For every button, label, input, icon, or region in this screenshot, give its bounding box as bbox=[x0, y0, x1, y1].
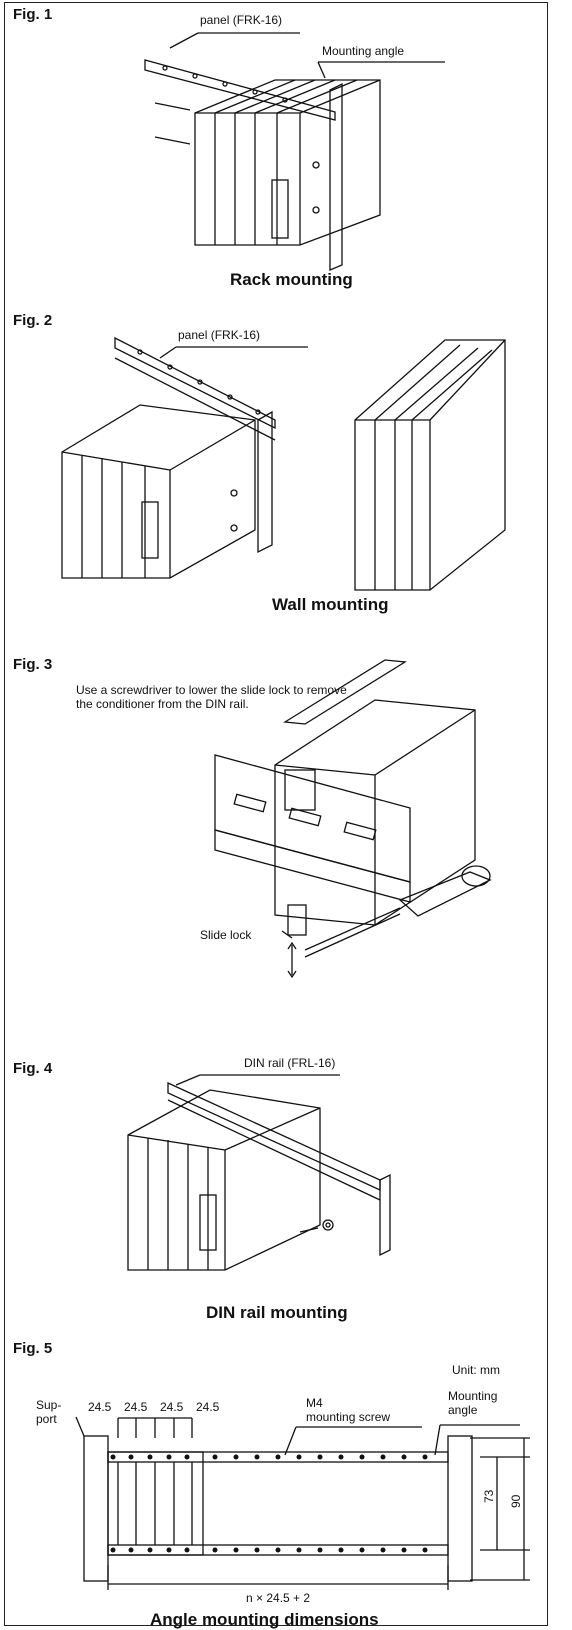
fig5-label: Fig. 5 bbox=[13, 1340, 53, 1357]
fig3-label: Fig. 3 bbox=[13, 656, 53, 673]
fig5-spacing-4: 24.5 bbox=[196, 1400, 220, 1414]
fig4-caption: DIN rail mounting bbox=[206, 1303, 348, 1322]
fig5-drawing bbox=[75, 1416, 530, 1590]
fig4-label: Fig. 4 bbox=[13, 1060, 53, 1077]
fig1-drawing bbox=[144, 32, 445, 271]
fig5-spacing-2: 24.5 bbox=[124, 1400, 148, 1414]
fig1-angle-label: Mounting angle bbox=[322, 44, 405, 58]
fig5-spacing-3: 24.5 bbox=[160, 1400, 184, 1414]
page-frame bbox=[4, 2, 548, 1626]
fig5-spacing-1: 24.5 bbox=[88, 1400, 112, 1414]
fig5-screw-dots bbox=[110, 1454, 428, 1553]
fig5-dim-outer: 90 bbox=[509, 1494, 523, 1508]
fig5-dim-length: n × 24.5 + 2 bbox=[246, 1591, 311, 1605]
fig5-screw-label: M4 mounting screw bbox=[306, 1396, 391, 1424]
support-left bbox=[83, 1435, 109, 1582]
fig4-rail-label: DIN rail (FRL-16) bbox=[244, 1056, 336, 1070]
fig1-panel-label: panel (FRK-16) bbox=[200, 13, 283, 27]
fig2-label: Fig. 2 bbox=[13, 312, 53, 329]
fig5-angle-label: Mounting angle bbox=[448, 1389, 498, 1417]
fig3-drawing bbox=[214, 659, 492, 979]
support-right bbox=[447, 1435, 473, 1582]
fig3-note: Use a screwdriver to lower the slide loc… bbox=[76, 683, 347, 711]
fig1-caption: Rack mounting bbox=[230, 270, 353, 289]
fig5-caption: Angle mounting dimensions bbox=[150, 1610, 379, 1629]
fig2-caption: Wall mounting bbox=[272, 595, 389, 614]
fig2-panel-label: panel (FRK-16) bbox=[178, 328, 261, 342]
fig5-dim-inner: 73 bbox=[482, 1489, 496, 1503]
fig1-label: Fig. 1 bbox=[13, 6, 53, 23]
fig5-unit: Unit: mm bbox=[452, 1363, 500, 1377]
fig4-drawing bbox=[127, 1074, 391, 1271]
fig5-support-label: Sup- port bbox=[36, 1398, 62, 1426]
fig2-drawing bbox=[61, 336, 506, 591]
fig3-slide-lock-label: Slide lock bbox=[200, 928, 252, 942]
